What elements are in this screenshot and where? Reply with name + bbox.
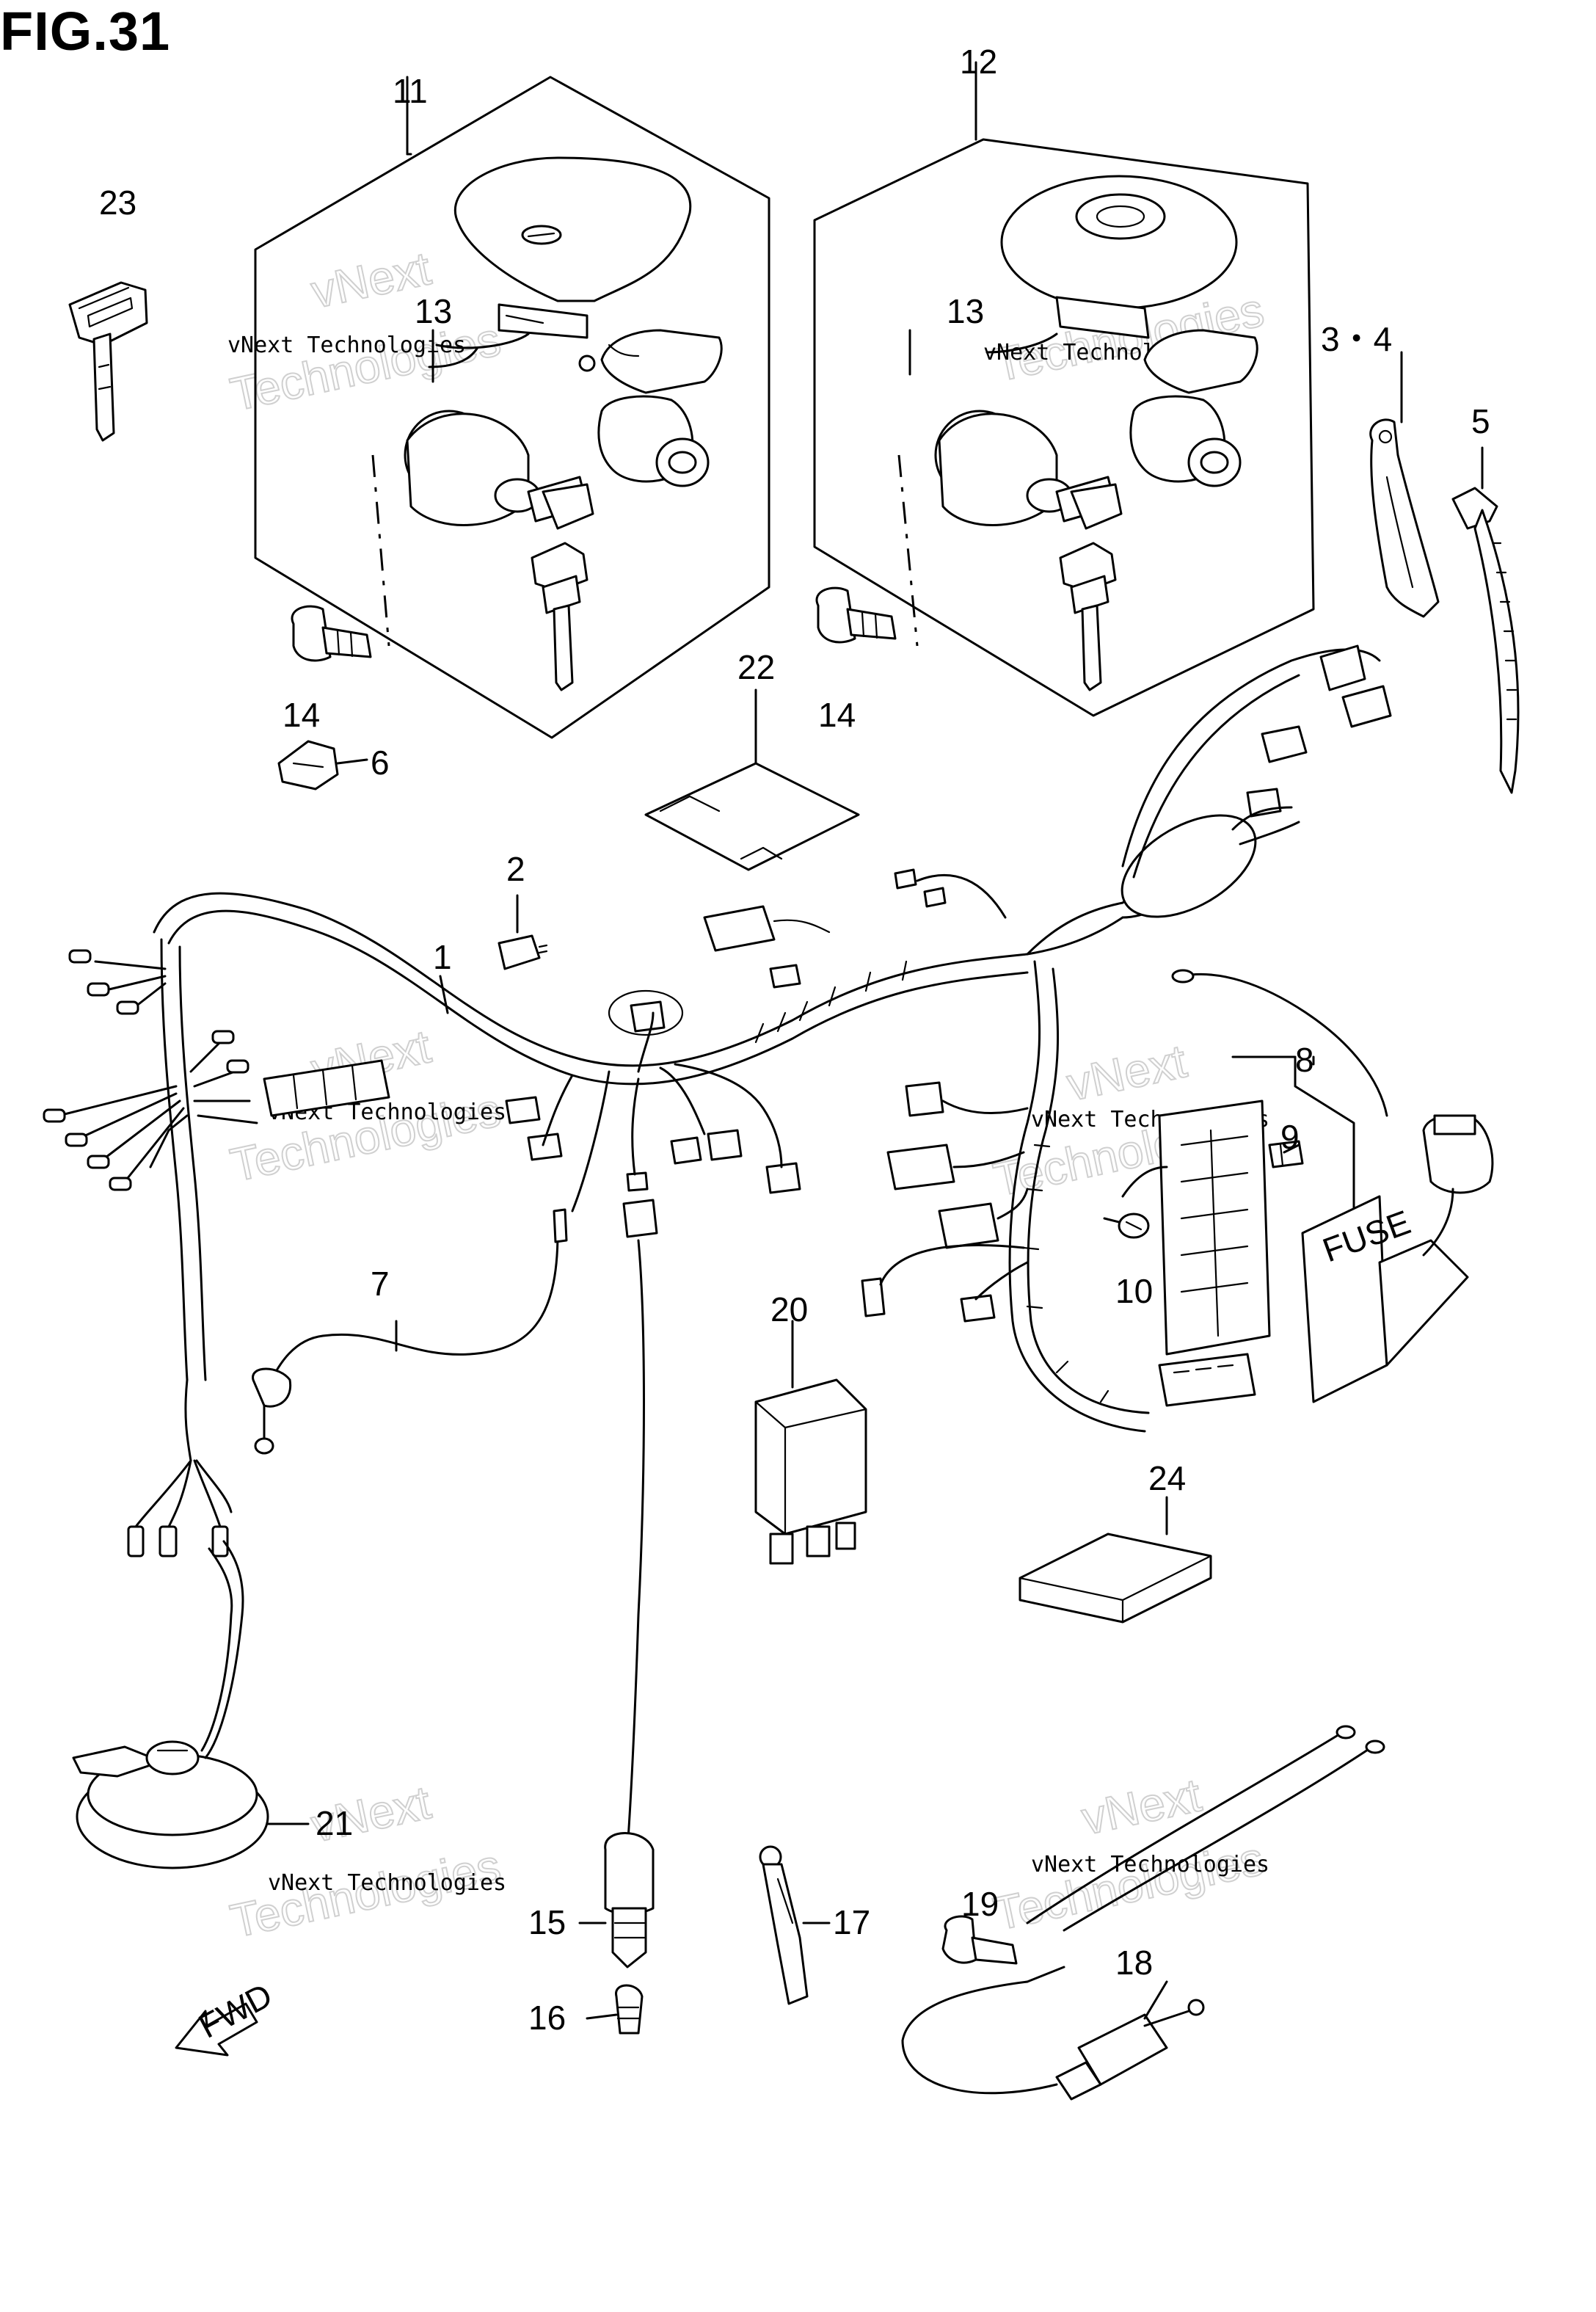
watermark-text: vNext Technologies	[268, 1870, 506, 1896]
label-22: 22	[737, 648, 775, 686]
label-7: 7	[371, 1265, 390, 1303]
watermark-text: vNext Technologies	[1031, 1852, 1269, 1877]
part-12-lock-set	[813, 61, 1315, 717]
part-5-cable-tie	[1451, 487, 1520, 794]
part-2-connector	[498, 894, 548, 970]
part-22-label	[644, 688, 860, 871]
label-24: 24	[1148, 1459, 1186, 1497]
part-7-lead-wire	[252, 1208, 568, 1455]
label-8: 8	[1295, 1041, 1314, 1079]
key-right	[1059, 542, 1117, 691]
part-17-bracket	[759, 1845, 809, 2005]
part-6-clip	[277, 740, 368, 790]
label-16: 16	[528, 1999, 566, 2037]
label-15: 15	[528, 1903, 566, 1941]
watermark-big-text: Technologies	[226, 313, 505, 421]
part-20-relay	[754, 1320, 867, 1565]
fuse-box	[1158, 1099, 1271, 1407]
part-19-bolt	[941, 1915, 1018, 1965]
part-8-fuse-cover: FUSE	[1231, 1055, 1469, 1403]
watermark-1: vNext Technologies vNext Technologies	[225, 241, 506, 421]
label-14b: 14	[818, 696, 856, 734]
label-2: 2	[506, 850, 525, 888]
part-11-lock-set	[254, 76, 770, 739]
label-18: 18	[1115, 1944, 1153, 1982]
label-13a: 13	[415, 292, 452, 330]
part-14-bolt-left	[291, 605, 372, 662]
leader-lines	[395, 87, 1484, 2020]
lock-cylinder-left	[597, 395, 710, 487]
part-1-wiring-harness	[43, 644, 1392, 1557]
label-3-4: 3・4	[1321, 320, 1392, 358]
part-23-key	[68, 281, 148, 442]
part-14-bolt-right	[815, 586, 897, 644]
watermark-5: vNext Technologies vNext Technologies	[225, 1775, 506, 1948]
lock-cylinder-right	[1129, 395, 1242, 487]
label-17: 17	[833, 1903, 870, 1941]
part-21-horn	[72, 1540, 310, 1869]
figure-title: FIG.31	[0, 1, 171, 62]
part-labels: 11 12 23 13 13 3・4 5 14 14 22 6 2 1 8 9 …	[99, 43, 1490, 2037]
part-15-switch	[604, 1199, 658, 1969]
label-5: 5	[1471, 402, 1490, 440]
watermark-big-text: Technologies	[989, 1832, 1268, 1941]
fuel-cap-right	[1000, 175, 1238, 339]
watermark-big-text: vNext	[1077, 1768, 1206, 1844]
fwd-arrow-icon: FWD	[175, 1976, 278, 2057]
label-21: 21	[316, 1804, 353, 1842]
fuel-cap-left	[453, 156, 692, 339]
label-6: 6	[371, 744, 390, 782]
key-left	[531, 542, 589, 691]
watermark-6: vNext Technologies vNext Technologies	[988, 1767, 1269, 1941]
part-18-sensor	[901, 1725, 1385, 2101]
label-9: 9	[1280, 1118, 1300, 1156]
label-20: 20	[770, 1290, 808, 1328]
label-12: 12	[960, 43, 997, 81]
part-10-screw	[1103, 1213, 1150, 1239]
watermark-3: vNext Technologies vNext Technologies	[225, 1019, 506, 1192]
relay-connector-right	[1422, 1114, 1494, 1257]
part-16-spring	[615, 1984, 644, 2035]
label-11: 11	[393, 72, 428, 110]
label-1: 1	[433, 938, 452, 976]
part-3-4-band	[1369, 418, 1440, 618]
watermark-text: vNext Technologies	[227, 332, 466, 358]
label-14a: 14	[283, 696, 320, 734]
seat-lock-right	[1143, 329, 1258, 394]
label-13b: 13	[947, 292, 984, 330]
ignition-switch-left	[404, 410, 594, 530]
label-19: 19	[961, 1885, 999, 1923]
ignition-switch-right	[934, 410, 1123, 530]
part-24-sheet	[1019, 1496, 1212, 1624]
label-10: 10	[1115, 1272, 1153, 1310]
seat-lock-left	[578, 329, 723, 394]
watermark-big-text: vNext	[1063, 1034, 1191, 1110]
label-23: 23	[99, 183, 136, 222]
